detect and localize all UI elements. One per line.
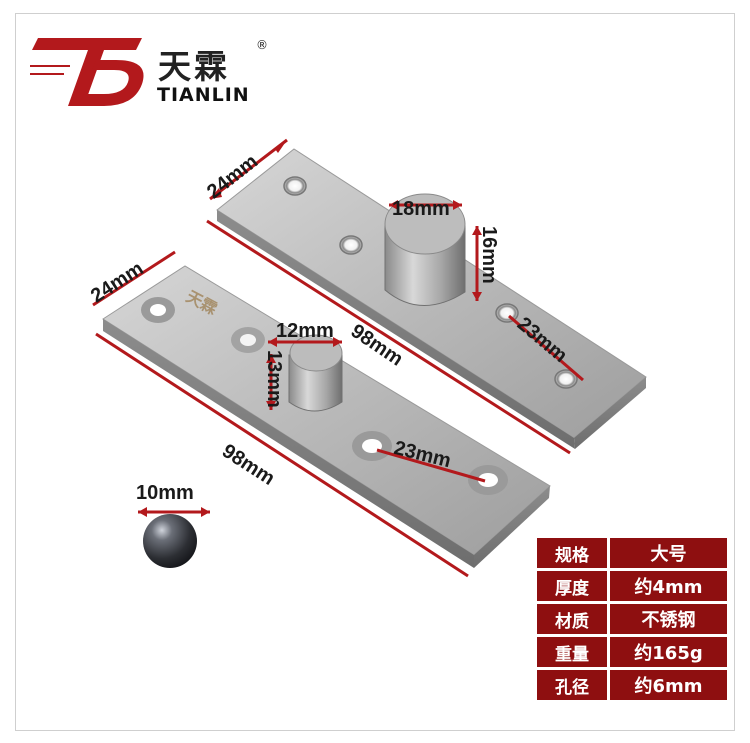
label-small-pin-height: 13mm (263, 350, 285, 408)
brand-name-cn: 天霖 (158, 47, 230, 86)
label-small-pin-diameter: 12mm (276, 320, 334, 342)
dim-line-large-width (209, 138, 288, 201)
small-pivot-pin (288, 334, 343, 412)
spec-label: 重量 (537, 637, 610, 667)
spec-label: 规格 (537, 538, 610, 568)
large-pivot-pin (384, 193, 466, 306)
spec-value: 约4mm (610, 571, 727, 601)
dim-line-small-hole-spacing (376, 448, 486, 483)
steel-ball (143, 514, 197, 568)
dimension-lines (92, 138, 584, 578)
spec-row: 规格 大号 (537, 538, 727, 568)
dim-line-small-length (95, 332, 469, 578)
dim-line-large-length (206, 219, 571, 455)
spec-row: 厚度 约4mm (537, 571, 727, 601)
spec-value: 大号 (610, 538, 727, 568)
small-pivot-plate: 天霖 (102, 265, 551, 568)
spec-row: 重量 约165g (537, 637, 727, 667)
spec-row: 材质 不锈钢 (537, 604, 727, 634)
spec-value: 不锈钢 (610, 604, 727, 634)
spec-table: 规格 大号 厚度 约4mm 材质 不锈钢 重量 约165g 孔径 约6mm (537, 535, 727, 703)
dim-line-small-width (92, 250, 176, 307)
spec-label: 材质 (537, 604, 610, 634)
label-large-pin-diameter: 18mm (392, 198, 450, 220)
registered-mark: ® (256, 38, 268, 52)
spec-label: 孔径 (537, 670, 610, 700)
spec-value: 约6mm (610, 670, 727, 700)
dimension-arrowheads (138, 140, 482, 517)
dim-line-large-hole-spacing (508, 314, 584, 382)
brand-logo-mark (30, 38, 144, 106)
label-large-pin-height: 16mm (478, 226, 500, 284)
spec-value: 约165g (610, 637, 727, 667)
label-ball-diameter: 10mm (136, 482, 194, 504)
spec-label: 厚度 (537, 571, 610, 601)
brand-name-en: TIANLIN (157, 84, 250, 106)
spec-row: 孔径 约6mm (537, 670, 727, 700)
